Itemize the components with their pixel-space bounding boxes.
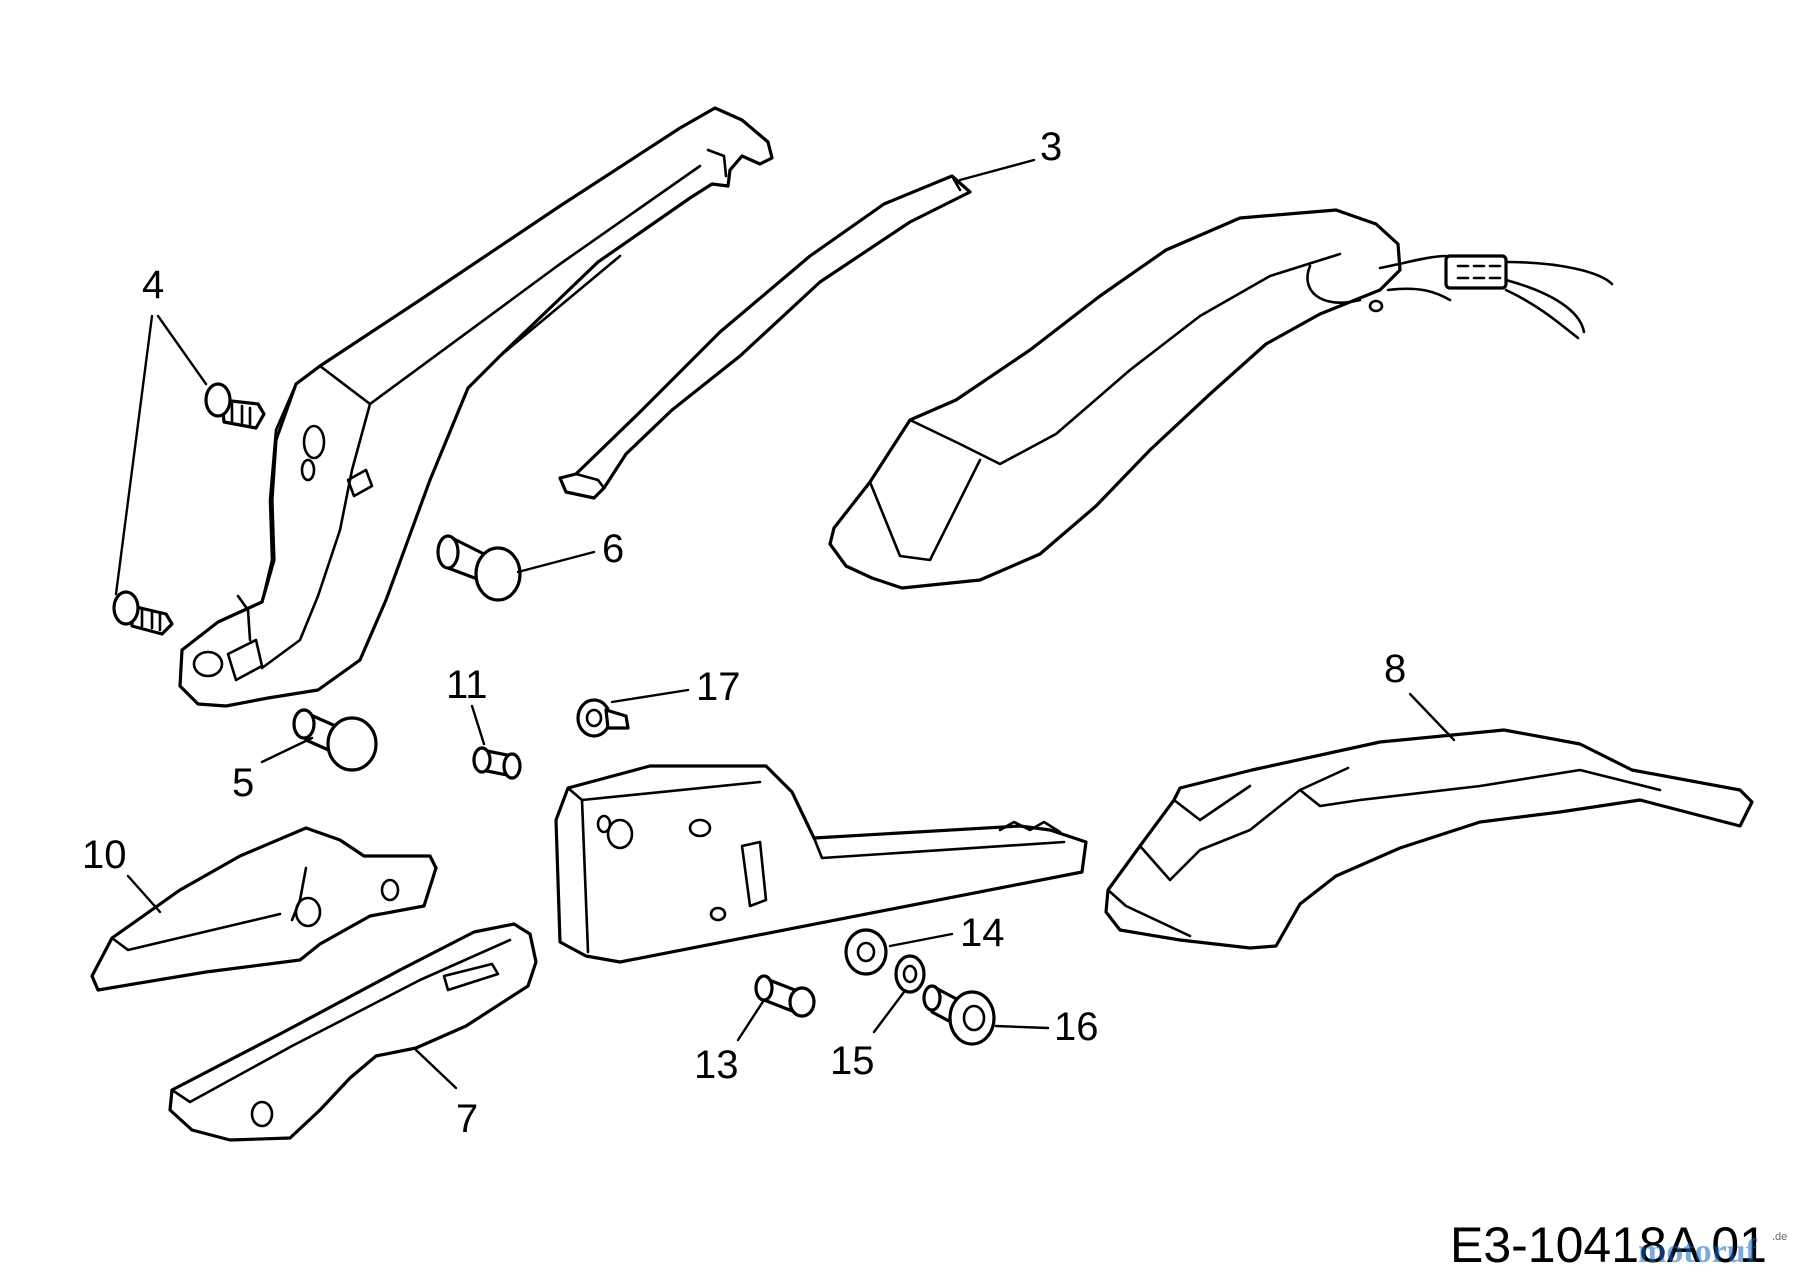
- part-5-pin: [292, 708, 378, 772]
- part-4-bolts: [112, 382, 266, 636]
- leader-17: [610, 688, 690, 704]
- leader-7: [414, 1048, 458, 1090]
- blade-holder-part: [554, 764, 1088, 964]
- bolt-lower: [112, 590, 174, 636]
- callout-17: 17: [696, 665, 741, 709]
- leader-11: [470, 704, 486, 746]
- callout-16: 16: [1054, 1005, 1099, 1049]
- leader-6: [516, 550, 596, 574]
- drawing-code: E3-10418A 01: [1450, 1217, 1767, 1272]
- part-17-screw: [576, 698, 630, 738]
- callout-14: 14: [960, 911, 1005, 955]
- leader-5: [260, 736, 314, 764]
- callout-7: 7: [456, 1097, 478, 1141]
- leader-10: [126, 874, 162, 914]
- watermark-tld: .de: [1772, 1231, 1787, 1243]
- part-13-rivet: [754, 974, 816, 1018]
- leader-13: [736, 998, 766, 1042]
- leader-3: [958, 158, 1036, 182]
- leader-14: [888, 932, 954, 948]
- callout-4: 4: [142, 263, 164, 307]
- handle-with-cable-part: [828, 208, 1614, 590]
- callout-11: 11: [446, 663, 488, 707]
- callout-13: 13: [694, 1043, 739, 1087]
- upper-frame-part: [178, 106, 774, 708]
- leader-8: [1408, 692, 1456, 742]
- callout-10: 10: [82, 833, 127, 877]
- leader-15: [872, 990, 906, 1034]
- part-16-bolt: [922, 984, 996, 1046]
- part-11-sleeve: [472, 746, 522, 780]
- callout-8: 8: [1384, 647, 1406, 691]
- callout-3: 3: [1040, 125, 1062, 169]
- part-14-washer: [844, 928, 888, 976]
- leader-lines: [114, 158, 1456, 1090]
- svg-text:motoruf: motoruf: [1638, 1233, 1758, 1270]
- watermark-logo: motoruf .de: [1638, 1231, 1787, 1270]
- part-10-blade: [90, 826, 438, 992]
- part-6-pin: [436, 534, 522, 602]
- leader-4b: [114, 314, 154, 596]
- leader-4a: [156, 314, 208, 386]
- watermark-brand: motoruf: [1638, 1233, 1758, 1270]
- callout-15: 15: [830, 1039, 875, 1083]
- callout-labels: 3 4 6 5 11 17 10 7 8 14 13 15 16: [82, 125, 1406, 1141]
- part-15-washer: [894, 954, 926, 994]
- part-8-handle: [1104, 728, 1754, 950]
- part-7-lever: [168, 922, 538, 1142]
- callout-5: 5: [232, 761, 254, 805]
- callout-6: 6: [602, 527, 624, 571]
- bolt-upper: [204, 382, 266, 430]
- leader-16: [994, 1024, 1050, 1030]
- part-3-strip: [558, 174, 972, 500]
